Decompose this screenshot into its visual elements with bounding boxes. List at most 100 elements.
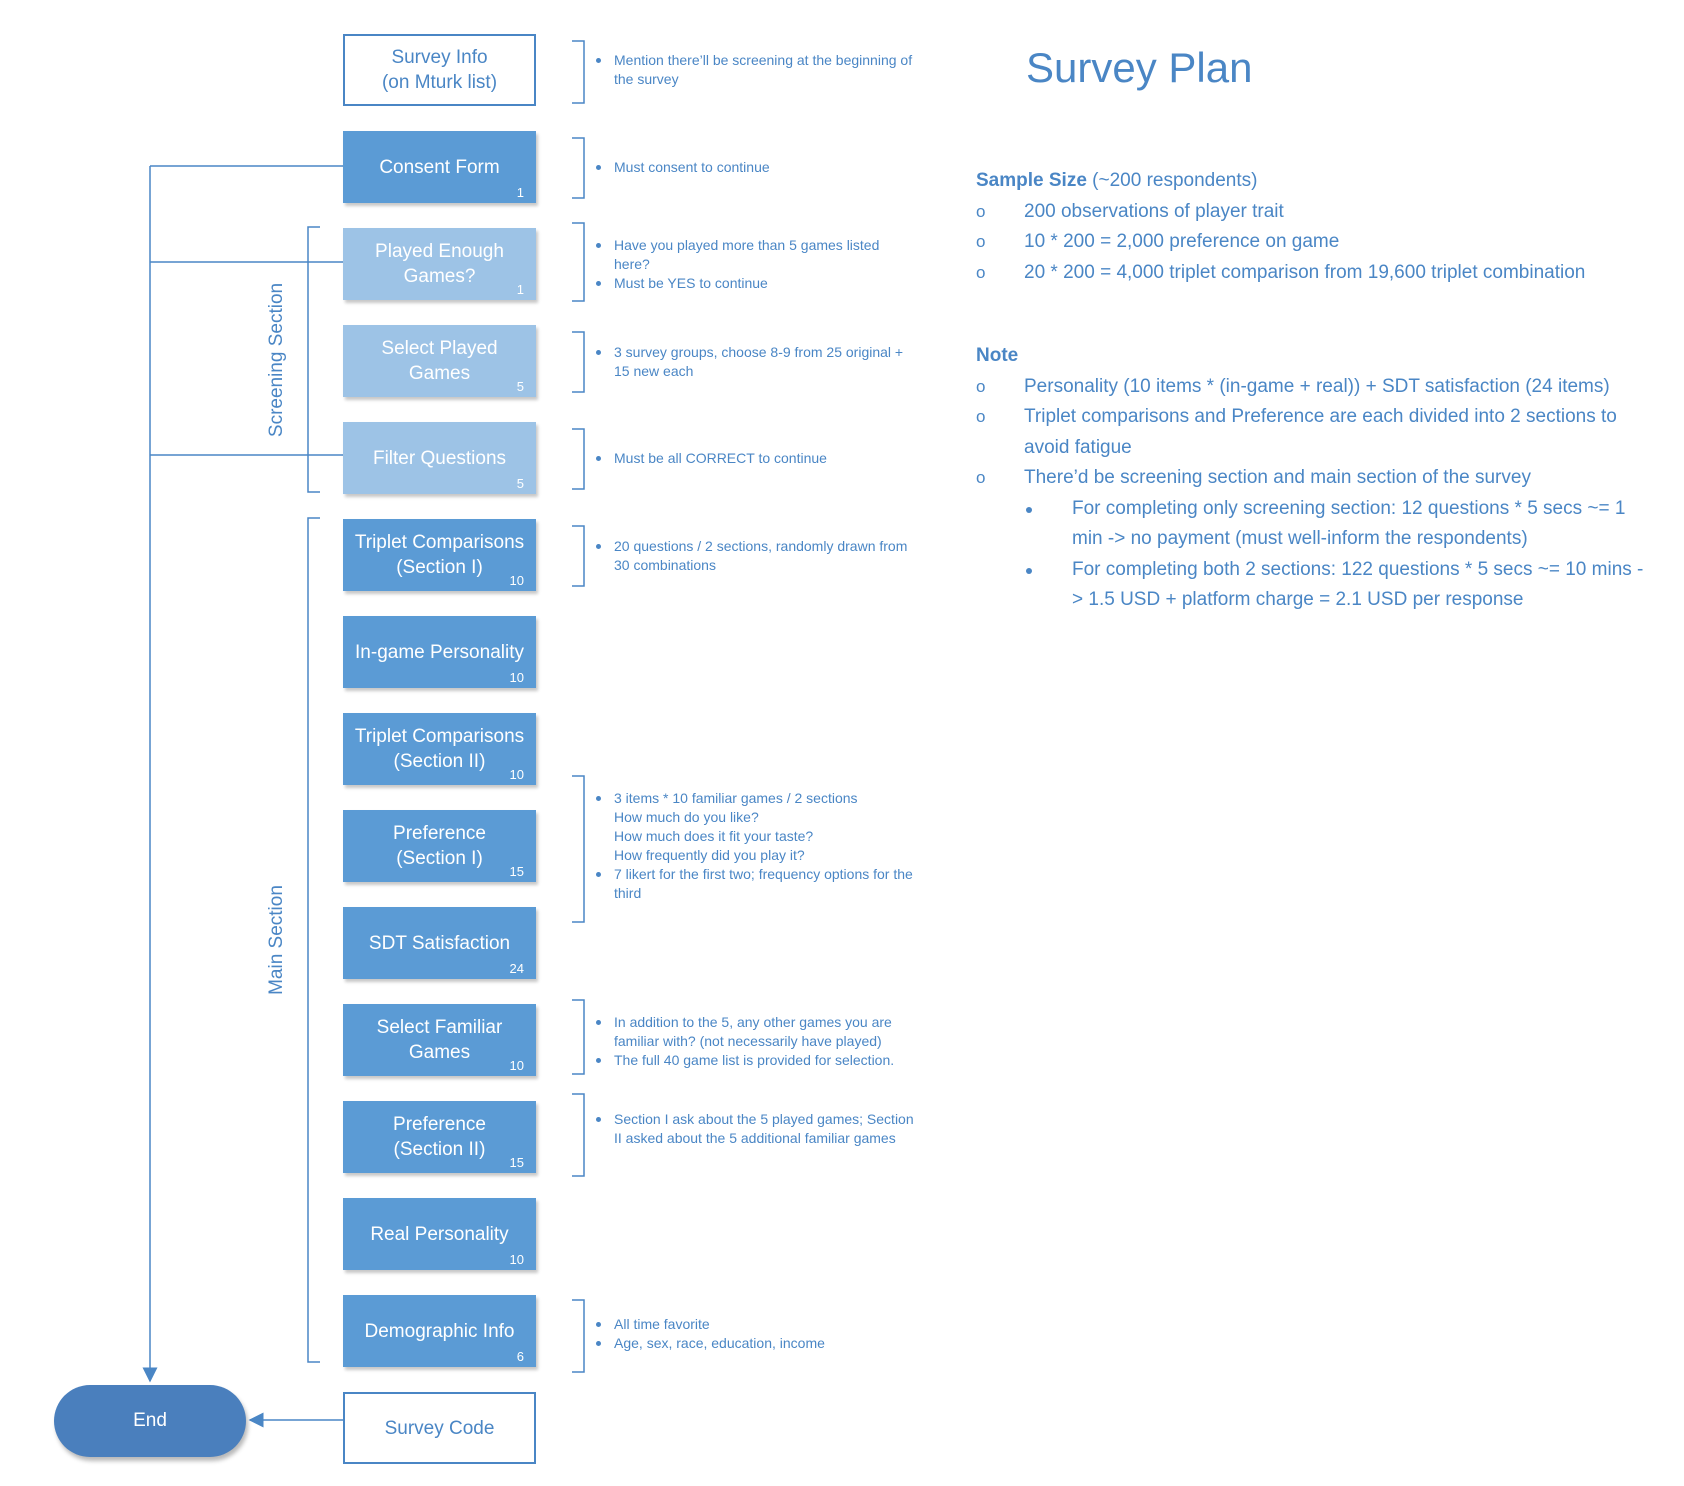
select-familiar-games-count: 10 (509, 1058, 524, 1073)
hollow-bullet-icon: o (976, 201, 986, 221)
note-bracket (572, 428, 585, 490)
screening-section-label: Screening Section (266, 282, 287, 438)
played-enough-games-count: 1 (516, 282, 524, 297)
note-subitem-text: For completing both 2 sections: 122 ques… (1072, 558, 1644, 611)
note-item: o Triplet comparisons and Preference are… (976, 402, 1646, 463)
demographic-info-count: 6 (516, 1349, 524, 1364)
note-brackets (572, 40, 585, 1373)
preference-1-count: 15 (509, 864, 524, 879)
survey-info-label: Survey Info (on Mturk list) (381, 47, 498, 93)
note-bullet-item: Age, sex, race, education, income (596, 1334, 918, 1353)
note-item-text: Personality (10 items * (in-game + real)… (1024, 375, 1610, 397)
note-bullet-item: Must be all CORRECT to continue (596, 449, 918, 468)
note-familiar: In addition to the 5, any other games yo… (588, 1013, 918, 1070)
note-bullet-item: 20 questions / 2 sections, randomly draw… (596, 537, 918, 575)
hollow-bullet-icon: o (976, 262, 986, 282)
consent-form-count: 1 (516, 185, 524, 200)
sample-size-item-text: 200 observations of player trait (1024, 200, 1284, 222)
preference-2-label: Preference (Section II) (393, 1114, 486, 1160)
note-bracket (572, 137, 585, 199)
note-bracket (572, 775, 585, 923)
note-subitem: For completing both 2 sections: 122 ques… (976, 555, 1646, 616)
note-bracket (572, 222, 585, 302)
note-bullet-item: Have you played more than 5 games listed… (596, 236, 918, 274)
preference-2-box: Preference (Section II) 15 (343, 1101, 536, 1173)
survey-code-label: Survey Code (384, 1417, 495, 1439)
triplet-comparisons-2-box: Triplet Comparisons (Section II)10 (343, 713, 536, 785)
note-triplet: 20 questions / 2 sections, randomly draw… (588, 537, 918, 575)
sample-size-item: o 10 * 200 = 2,000 preference on game (976, 227, 1646, 258)
note-bracket (572, 525, 585, 587)
in-game-personality-count: 10 (509, 670, 524, 685)
sample-size-panel: Sample Size (~200 respondents) o 200 obs… (976, 166, 1646, 288)
in-game-personality-label: In-game Personality (355, 641, 524, 663)
sample-size-item: o 200 observations of player trait (976, 197, 1646, 228)
sample-size-heading-suffix: (~200 respondents) (1086, 170, 1258, 191)
note-filter: Must be all CORRECT to continue (588, 449, 918, 468)
note-sections: Section I ask about the 5 played games; … (588, 1110, 918, 1148)
preference-2-count: 15 (509, 1155, 524, 1170)
note-consent: Must consent to continue (588, 158, 918, 177)
hollow-bullet-icon: o (976, 232, 986, 251)
note-bullet-item: Must consent to continue (596, 158, 918, 177)
note-list: 3 items * 10 familiar games / 2 sections… (588, 789, 918, 903)
note-item-text: Triplet comparisons and Preference are e… (1024, 406, 1617, 458)
note-preference: 3 items * 10 familiar games / 2 sections… (588, 789, 918, 903)
sample-size-heading: Sample Size (~200 respondents) (976, 166, 1646, 197)
note-list: Must be all CORRECT to continue (588, 449, 918, 468)
note-subitem: For completing only screening section: 1… (976, 494, 1646, 555)
note-bullet-item: All time favorite (596, 1315, 918, 1334)
select-played-games-count: 5 (516, 379, 524, 394)
filter-questions-count: 5 (516, 476, 524, 491)
note-list: 3 survey groups, choose 8-9 from 25 orig… (588, 343, 918, 381)
note-select-played: 3 survey groups, choose 8-9 from 25 orig… (588, 343, 918, 381)
page-title: Survey Plan (1026, 44, 1253, 91)
sample-size-item: o 20 * 200 = 4,000 triplet comparison fr… (976, 258, 1646, 289)
note-bullet-item: The full 40 game list is provided for se… (596, 1051, 918, 1070)
sdt-satisfaction-count: 24 (509, 961, 524, 976)
sample-size-heading-bold: Sample Size (976, 170, 1087, 191)
note-list: Must consent to continue (588, 158, 918, 177)
real-personality-label: Real Personality (370, 1223, 509, 1245)
preference-1-label: Preference (Section I) (393, 823, 486, 869)
end-label: End (133, 1410, 167, 1431)
note-bullet-item: 3 survey groups, choose 8-9 from 25 orig… (596, 343, 918, 381)
note-bullet-item: 3 items * 10 familiar games / 2 sections… (596, 789, 918, 865)
main-section-label: Main Section (266, 885, 287, 995)
note-bullet-item: 7 likert for the first two; frequency op… (596, 865, 918, 903)
end-terminal: End (54, 1385, 246, 1457)
exit-line (142, 165, 343, 1428)
bullet-icon (1026, 506, 1032, 513)
note-list: 20 questions / 2 sections, randomly draw… (588, 537, 918, 575)
played-enough-games-label: Played Enough Games? (375, 241, 504, 287)
note-list: Mention there’ll be screening at the beg… (588, 51, 918, 89)
sdt-satisfaction-label: SDT Satisfaction (368, 932, 511, 954)
triplet-comparisons-1-label: Triplet Comparisons (Section I) (354, 532, 525, 578)
note-list: Section I ask about the 5 played games; … (588, 1110, 918, 1148)
consent-form-label: Consent Form (379, 156, 500, 178)
note-bracket (572, 331, 585, 393)
survey-info-box: Survey Info (on Mturk list) (343, 34, 536, 106)
real-personality-count: 10 (509, 1252, 524, 1267)
select-familiar-games-label: Select Familiar Games (376, 1017, 503, 1063)
note-heading: Note (976, 345, 1019, 366)
survey-code-box: Survey Code (343, 1392, 536, 1464)
note-bracket (572, 1093, 585, 1177)
note-bullet-item: Mention there’ll be screening at the beg… (596, 51, 918, 89)
consent-form-box: Consent Form 1 (343, 131, 536, 203)
note-bracket (572, 40, 585, 104)
triplet-comparisons-1-box: Triplet Comparisons (Section I)10 (343, 519, 536, 591)
hollow-bullet-icon: o (976, 376, 986, 396)
select-familiar-games-box: Select Familiar Games 10 (343, 1004, 536, 1076)
note-item: o Personality (10 items * (in-game + rea… (976, 372, 1646, 403)
note-bullet-item: In addition to the 5, any other games yo… (596, 1013, 918, 1051)
note-bullet-item: Section I ask about the 5 played games; … (596, 1110, 918, 1148)
in-game-personality-box: In-game Personality 10 (343, 616, 536, 688)
